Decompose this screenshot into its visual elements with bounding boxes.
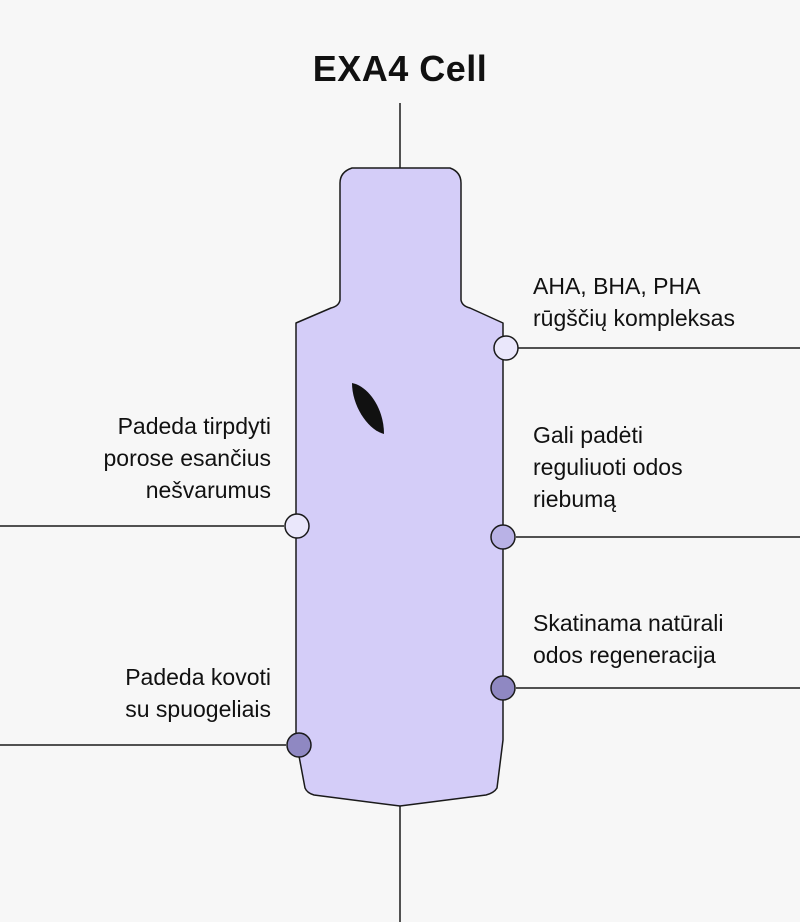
callout-riebuma-line2: reguliuoti odos <box>533 454 683 480</box>
callout-regeneracija: Skatinama natūrali odos regeneracija <box>533 607 724 671</box>
callout-regeneracija-line1: Skatinama natūrali <box>533 610 724 636</box>
dot-aha <box>493 335 519 361</box>
leaf-icon <box>352 383 384 434</box>
callout-tirpdyti-line3: nešvarumus <box>145 477 271 503</box>
callout-regeneracija-line2: odos regeneracija <box>533 642 716 668</box>
dot-regeneracija <box>490 675 516 701</box>
callout-tirpdyti: Padeda tirpdyti porose esančius nešvarum… <box>104 410 272 506</box>
bottle-shape <box>295 167 504 807</box>
dot-spuogai <box>286 732 312 758</box>
callout-spuogai: Padeda kovoti su spuogeliais <box>125 661 271 725</box>
callout-aha: AHA, BHA, PHA rūgščių kompleksas <box>533 270 735 334</box>
callout-aha-line2: rūgščių kompleksas <box>533 305 735 331</box>
callout-spuogai-line1: Padeda kovoti <box>125 664 271 690</box>
callout-tirpdyti-line1: Padeda tirpdyti <box>117 413 271 439</box>
dot-tirpdyti <box>284 513 310 539</box>
dot-riebuma <box>490 524 516 550</box>
callout-aha-line1: AHA, BHA, PHA <box>533 273 701 299</box>
callout-riebuma-line3: riebumą <box>533 486 617 512</box>
callout-riebuma-line1: Gali padėti <box>533 422 643 448</box>
callout-spuogai-line2: su spuogeliais <box>125 696 271 722</box>
diagram-title: EXA4 Cell <box>312 48 488 89</box>
callout-tirpdyti-line2: porose esančius <box>103 445 272 471</box>
callout-riebuma: Gali padėti reguliuoti odos riebumą <box>533 419 683 515</box>
